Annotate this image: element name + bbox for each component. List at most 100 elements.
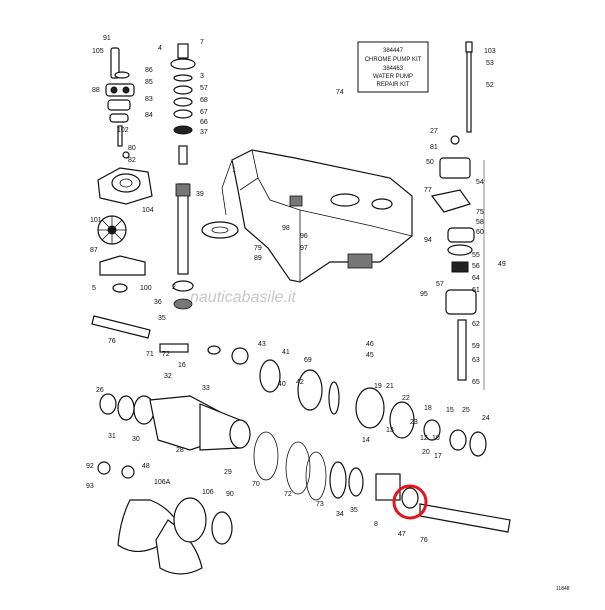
callout-label: 1 — [232, 167, 236, 174]
callout-label: 71 — [146, 351, 154, 358]
callout-label: 34 — [336, 511, 344, 518]
callout-label: 76 — [420, 537, 428, 544]
propeller-shaft-group — [99, 387, 511, 533]
callout-label: 35 — [158, 315, 166, 322]
callout-label: 59 — [472, 343, 480, 350]
callout-label: 75 — [476, 209, 484, 216]
callout-label: 92 — [86, 463, 94, 470]
callout-label: 48 — [142, 463, 150, 470]
callout-label: 19 — [374, 383, 382, 390]
callout-label: 76 — [108, 338, 116, 345]
callout-label: 80 — [128, 145, 136, 152]
callout-label: 46 — [366, 341, 374, 348]
callout-label: 73 — [316, 501, 324, 508]
callout-label: 98 — [282, 225, 290, 232]
callout-label: 53 — [486, 60, 494, 67]
callout-label: 81 — [430, 144, 438, 151]
callout-label: 95 — [420, 291, 428, 298]
callout-label: 88 — [92, 87, 100, 94]
callout-label: 77 — [424, 187, 432, 194]
kit-note-line-5: REPAIR KIT — [377, 82, 410, 88]
callout-label: 17 — [434, 453, 442, 460]
callout-label: 13 — [386, 427, 394, 434]
callout-label: 27 — [430, 128, 438, 135]
callout-label: 7 — [200, 39, 204, 46]
callout-label: 74 — [336, 89, 344, 96]
callout-label: 96 — [300, 233, 308, 240]
callout-label: 56 — [472, 263, 480, 270]
callout-label: 104 — [142, 207, 154, 214]
water-pump-group — [97, 47, 153, 293]
callout-label: 87 — [90, 247, 98, 254]
kit-note-line-4: WATER PUMP — [373, 74, 413, 80]
callout-label: 14 — [362, 437, 370, 444]
callout-label: 105 — [92, 48, 104, 55]
callout-label: 57 — [200, 85, 208, 92]
callout-label: 91 — [103, 35, 111, 42]
callout-label: 35 — [350, 507, 358, 514]
callout-label: 22 — [402, 395, 410, 402]
callout-label: 18 — [424, 405, 432, 412]
kit-note-line-1: 384447 — [383, 48, 404, 54]
callout-label: 61 — [472, 287, 480, 294]
callout-label: 15 — [446, 407, 454, 414]
callout-label: 65 — [472, 379, 480, 386]
callout-label: 25 — [462, 407, 470, 414]
callout-label: 102 — [117, 127, 129, 134]
callout-label: 106A — [154, 479, 171, 486]
callout-label: 4 — [158, 45, 162, 52]
callout-label: 69 — [304, 357, 312, 364]
shift-shaft-group — [91, 315, 340, 415]
figure-code: 11848 — [556, 586, 570, 592]
callout-label: 23 — [410, 419, 418, 426]
callout-label: 33 — [202, 385, 210, 392]
callout-label: 32 — [164, 373, 172, 380]
propeller — [97, 461, 233, 575]
callout-label: 37 — [200, 129, 208, 136]
callout-label: 12 — [420, 435, 428, 442]
callout-label: 86 — [145, 67, 153, 74]
callout-label: 89 — [254, 255, 262, 262]
callout-label: 83 — [145, 96, 153, 103]
kit-note-box: 384447 CHROME PUMP KIT 384463 WATER PUMP… — [357, 41, 429, 93]
gearcase-housing — [221, 149, 413, 283]
callout-label: 31 — [108, 433, 116, 440]
highlight-circle — [392, 484, 428, 520]
callout-label: 20 — [422, 449, 430, 456]
callout-label: 5 — [92, 285, 96, 292]
callout-label: 79 — [254, 245, 262, 252]
kit-note-line-2: CHROME PUMP KIT — [365, 57, 422, 63]
callout-label: 72 — [284, 491, 292, 498]
callout-label: 24 — [482, 415, 490, 422]
callout-label: 2 — [172, 284, 176, 291]
callout-label: 26 — [96, 387, 104, 394]
callout-label: 54 — [476, 179, 484, 186]
callout-label: 94 — [424, 237, 432, 244]
callout-label: 16 — [178, 362, 186, 369]
callout-label: 36 — [154, 299, 162, 306]
callout-label: 68 — [200, 97, 208, 104]
callout-label: 49 — [498, 261, 506, 268]
callout-label: 64 — [472, 275, 480, 282]
callout-label: 100 — [140, 285, 152, 292]
callout-label: 30 — [132, 436, 140, 443]
callout-label: 93 — [86, 483, 94, 490]
callout-label: 72 — [162, 351, 170, 358]
callout-label: 47 — [398, 531, 406, 538]
callout-label: 101 — [90, 217, 102, 224]
callout-label: 103 — [484, 48, 496, 55]
callout-label: 62 — [472, 321, 480, 328]
callout-label: 84 — [145, 112, 153, 119]
callout-labels: 91 105 86 85 88 83 84 102 80 82 104 101 … — [86, 35, 506, 544]
callout-label: 21 — [386, 383, 394, 390]
callout-label: 42 — [296, 379, 304, 386]
callout-label: 82 — [128, 157, 136, 164]
callout-label: 41 — [282, 349, 290, 356]
kit-note-line-3: 384463 — [383, 66, 404, 72]
callout-label: 70 — [252, 481, 260, 488]
callout-label: 43 — [258, 341, 266, 348]
callout-label: 45 — [366, 352, 374, 359]
callout-label: 90 — [226, 491, 234, 498]
callout-label: 63 — [472, 357, 480, 364]
